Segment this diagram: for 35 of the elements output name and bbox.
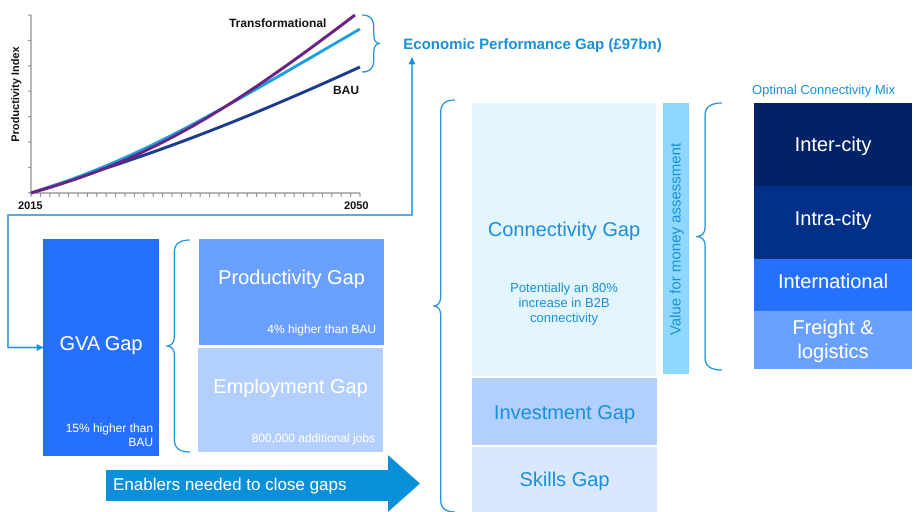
box-title: Freight & logistics — [791, 316, 875, 364]
axis-tick-label: 2050 — [344, 200, 368, 212]
mix-segment — [754, 186, 912, 259]
box-title: International — [776, 271, 890, 294]
assessment-bar — [663, 103, 689, 374]
box-subtitle: 4% higher than BAU — [266, 323, 377, 337]
gap-box — [472, 447, 657, 512]
box-title: Value for money assessment — [668, 142, 684, 335]
box-title: Inter-city — [794, 134, 872, 157]
box-subtitle: 15% higher than BAU — [64, 422, 154, 450]
mix-segment — [754, 259, 912, 311]
axis-tick-label: 2015 — [18, 200, 42, 212]
axis-title: Productivity Index — [10, 46, 22, 142]
heading-text: Economic Performance Gap (£97bn) — [402, 36, 663, 54]
box-subtitle: 800,000 additional jobs — [250, 432, 376, 446]
box-title: Connectivity Gap — [486, 219, 642, 242]
gap-box — [199, 239, 384, 345]
gap-box — [198, 348, 383, 452]
box-title: Skills Gap — [518, 469, 611, 492]
box-title: Employment Gap — [212, 376, 369, 399]
line-label: BAU — [333, 83, 359, 97]
connector-arrow — [7, 57, 416, 351]
box-title: Investment Gap — [492, 402, 636, 425]
box-title: Productivity Gap — [217, 267, 366, 290]
gap-box — [43, 239, 159, 456]
box-title: GVA Gap — [58, 333, 144, 356]
box-title: Intra-city — [794, 208, 872, 231]
mix-segment — [754, 311, 912, 369]
gap-box — [472, 378, 657, 445]
gap-box — [472, 103, 656, 376]
box-title: Enablers needed to close gaps — [112, 475, 348, 495]
mix-segment — [754, 103, 912, 186]
line-label: Transformational — [229, 16, 326, 30]
box-subtitle: Potentially an 80% increase in B2B connectivity — [509, 281, 619, 326]
section-heading: Optimal Connectivity Mix — [752, 82, 896, 97]
